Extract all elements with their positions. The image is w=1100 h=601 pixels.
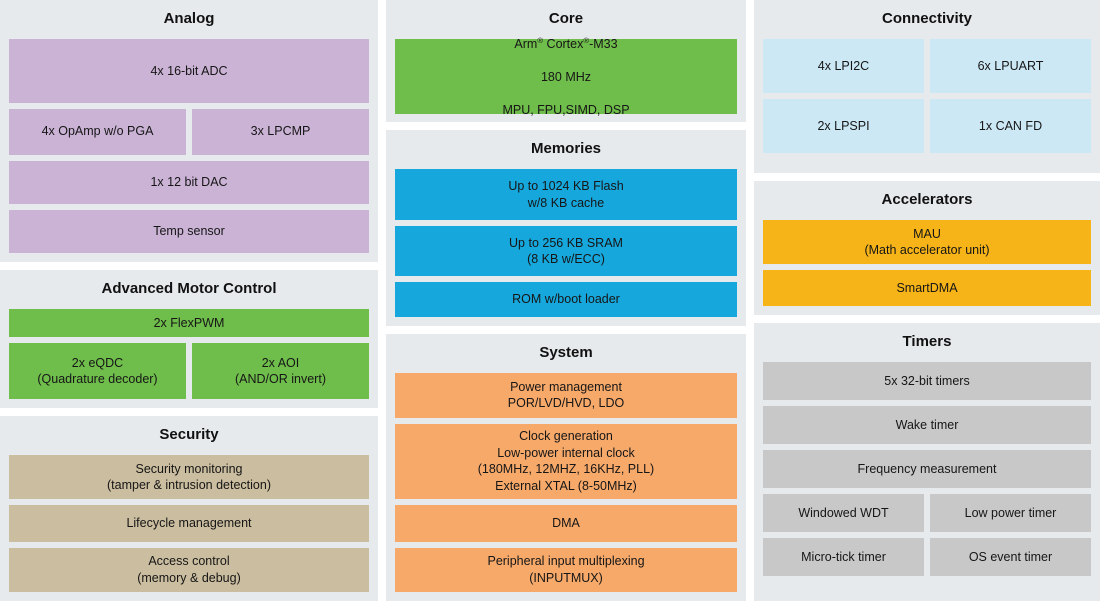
connectivity-row-2: 2x LPSPI 1x CAN FD	[763, 99, 1091, 154]
block-cpu[interactable]: Arm® Cortex®-M33 180 MHz MPU, FPU,SIMD, …	[395, 35, 737, 117]
column-left: Analog 4x 16-bit ADC 4x OpAmp w/o PGA 3x…	[0, 0, 378, 601]
block-opamp[interactable]: 4x OpAmp w/o PGA	[9, 108, 186, 155]
cpu-features-line: MPU, FPU,SIMD, DSP	[502, 102, 630, 117]
panel-connectivity: Connectivity 4x LPI2C 6x LPUART 2x LPSPI…	[754, 0, 1100, 173]
column-center: Core Arm® Cortex®-M33 180 MHz MPU, FPU,S…	[386, 0, 746, 601]
block-aoi[interactable]: 2x AOI (AND/OR invert)	[192, 343, 369, 399]
block-eqdc[interactable]: 2x eQDC (Quadrature decoder)	[9, 343, 186, 399]
panel-title-system: System	[539, 344, 593, 361]
block-lifecycle-management[interactable]: Lifecycle management	[9, 505, 369, 542]
block-access-control[interactable]: Access control (memory & debug)	[9, 547, 369, 593]
block-temp-sensor[interactable]: Temp sensor	[9, 209, 369, 254]
panel-accelerators: Accelerators MAU (Math accelerator unit)…	[754, 181, 1100, 315]
panel-analog: Analog 4x 16-bit ADC 4x OpAmp w/o PGA 3x…	[0, 0, 378, 262]
block-wake-timer[interactable]: Wake timer	[763, 406, 1091, 445]
column-right: Connectivity 4x LPI2C 6x LPUART 2x LPSPI…	[754, 0, 1100, 601]
panel-title-accelerators: Accelerators	[881, 191, 973, 208]
panel-title-motor-control: Advanced Motor Control	[101, 280, 277, 297]
block-dma[interactable]: DMA	[395, 504, 737, 542]
block-lpuart[interactable]: 6x LPUART	[930, 39, 1091, 94]
cpu-frequency-line: 180 MHz	[540, 69, 592, 84]
analog-row-opamp-lpcmp: 4x OpAmp w/o PGA 3x LPCMP	[9, 108, 369, 155]
panel-title-core: Core	[548, 10, 584, 27]
panel-memories: Memories Up to 1024 KB Flash w/8 KB cach…	[386, 130, 746, 326]
panel-title-security: Security	[159, 426, 219, 443]
block-windowed-wdt[interactable]: Windowed WDT	[763, 494, 924, 533]
block-can-fd[interactable]: 1x CAN FD	[930, 99, 1091, 154]
block-inputmux[interactable]: Peripheral input multiplexing (INPUTMUX)	[395, 547, 737, 592]
block-smartdma[interactable]: SmartDMA	[763, 269, 1091, 306]
block-frequency-measurement[interactable]: Frequency measurement	[763, 450, 1091, 489]
block-flash[interactable]: Up to 1024 KB Flash w/8 KB cache	[395, 169, 737, 220]
block-sram[interactable]: Up to 256 KB SRAM (8 KB w/ECC)	[395, 225, 737, 277]
timers-row-2: Micro-tick timer OS event timer	[763, 538, 1091, 577]
block-mau[interactable]: MAU (Math accelerator unit)	[763, 220, 1091, 264]
panel-security: Security Security monitoring (tamper & i…	[0, 416, 378, 601]
block-lpi2c[interactable]: 4x LPI2C	[763, 39, 924, 94]
panel-title-timers: Timers	[902, 333, 952, 350]
connectivity-row-1: 4x LPI2C 6x LPUART	[763, 39, 1091, 94]
block-micro-tick-timer[interactable]: Micro-tick timer	[763, 538, 924, 577]
block-dac[interactable]: 1x 12 bit DAC	[9, 160, 369, 204]
block-rom[interactable]: ROM w/boot loader	[395, 282, 737, 318]
block-clock-generation[interactable]: Clock generation Low-power internal cloc…	[395, 423, 737, 499]
block-lpcmp[interactable]: 3x LPCMP	[192, 108, 369, 155]
panel-core: Core Arm® Cortex®-M33 180 MHz MPU, FPU,S…	[386, 0, 746, 122]
block-power-management[interactable]: Power management POR/LVD/HVD, LDO	[395, 373, 737, 418]
panel-title-analog: Analog	[163, 10, 215, 27]
registered-trademark-icon: ®	[537, 35, 544, 45]
block-adc[interactable]: 4x 16-bit ADC	[9, 39, 369, 103]
panel-system: System Power management POR/LVD/HVD, LDO…	[386, 334, 746, 601]
block-flexpwm[interactable]: 2x FlexPWM	[9, 309, 369, 337]
panel-title-memories: Memories	[530, 140, 602, 157]
block-security-monitoring[interactable]: Security monitoring (tamper & intrusion …	[9, 455, 369, 500]
block-os-event-timer[interactable]: OS event timer	[930, 538, 1091, 577]
motor-row-eqdc-aoi: 2x eQDC (Quadrature decoder) 2x AOI (AND…	[9, 343, 369, 399]
panel-title-connectivity: Connectivity	[881, 10, 972, 27]
block-lpspi[interactable]: 2x LPSPI	[763, 99, 924, 154]
cpu-name-line: Arm® Cortex®-M33	[514, 35, 618, 51]
panel-timers: Timers 5x 32-bit timers Wake timer Frequ…	[754, 323, 1100, 601]
block-low-power-timer[interactable]: Low power timer	[930, 494, 1091, 533]
timers-row-1: Windowed WDT Low power timer	[763, 494, 1091, 533]
panel-advanced-motor-control: Advanced Motor Control 2x FlexPWM 2x eQD…	[0, 270, 378, 408]
registered-trademark-icon-2: ®	[583, 35, 590, 45]
block-32bit-timers[interactable]: 5x 32-bit timers	[763, 362, 1091, 401]
